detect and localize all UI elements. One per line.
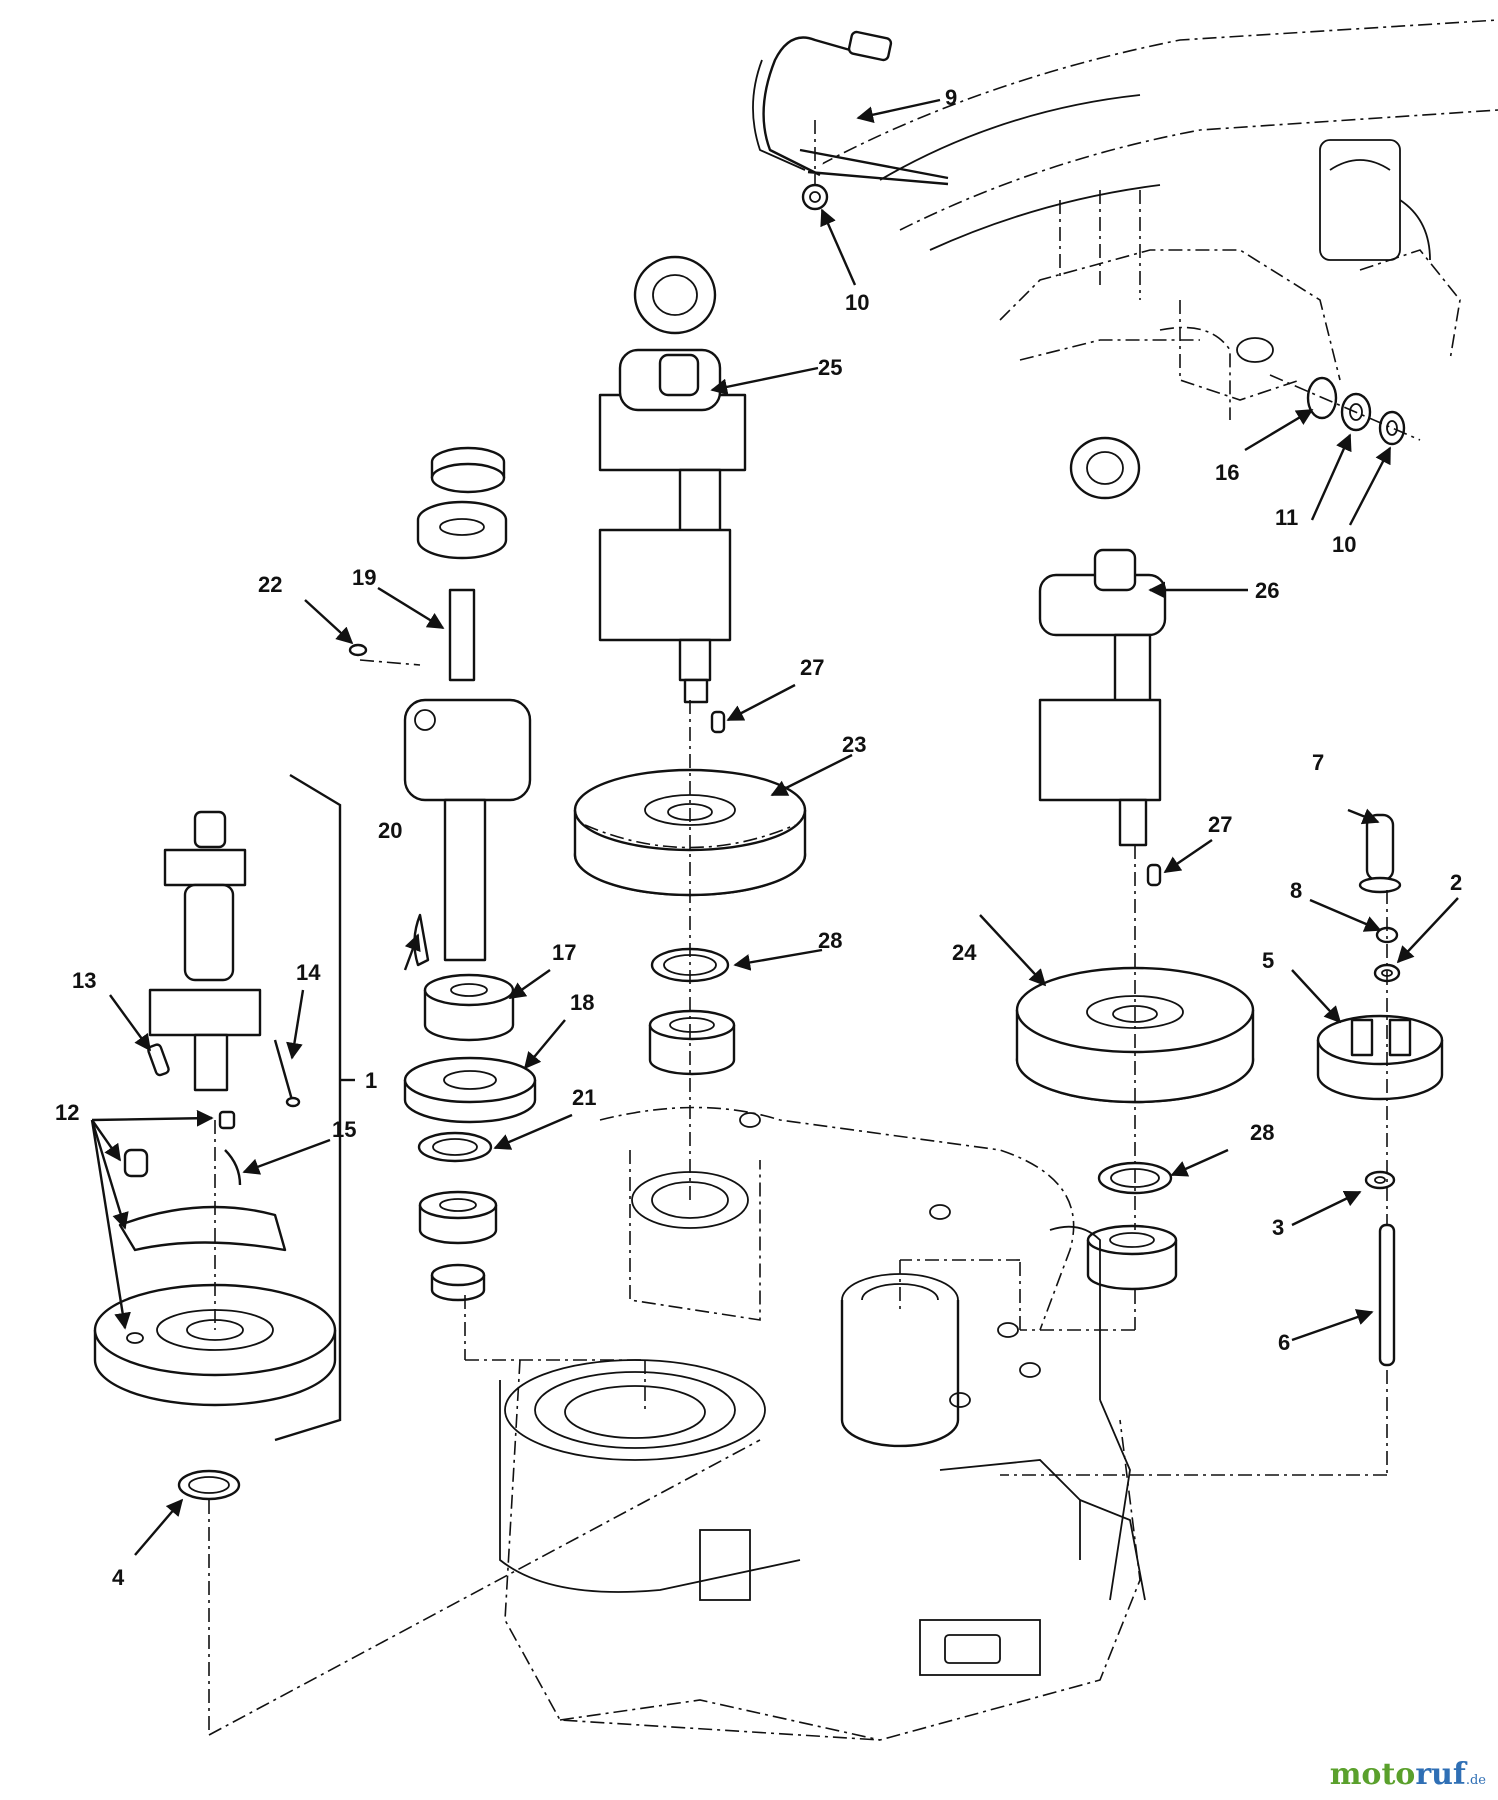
- part-27-key-right: [1146, 863, 1162, 887]
- left-lower-bearing: [418, 1190, 498, 1302]
- callout-27-center: 27: [800, 655, 824, 680]
- callout-6: 6: [1278, 1330, 1290, 1355]
- part-26-crankshaft: [1038, 436, 1167, 847]
- governor-gear-assembly: [1316, 813, 1444, 1367]
- part-21-washer: [417, 1131, 493, 1163]
- part-18-gear: [403, 1056, 537, 1124]
- callout-24: 24: [952, 940, 977, 965]
- part-22-key: [348, 643, 368, 657]
- part-17-gear: [423, 973, 515, 1042]
- part-10-washer-top: [801, 183, 829, 211]
- callout-16: 16: [1215, 460, 1239, 485]
- assembly-centerlines: [208, 120, 1388, 1736]
- callout-23: 23: [842, 732, 866, 757]
- callout-28-center: 28: [818, 928, 842, 953]
- callout-21: 21: [572, 1085, 596, 1110]
- part-9-tube: [752, 30, 949, 186]
- crankcase-cover: [499, 1106, 1146, 1741]
- callout-12: 12: [55, 1100, 79, 1125]
- callout-25: 25: [818, 355, 842, 380]
- callout-7: 7: [1312, 750, 1324, 775]
- camshaft-assembly: [147, 810, 301, 1108]
- callout-18: 18: [570, 990, 594, 1015]
- callout-14: 14: [296, 960, 321, 985]
- leader-arrows: [90, 98, 1459, 1556]
- engine-block: [819, 19, 1498, 420]
- callout-26: 26: [1255, 578, 1279, 603]
- callout-1: 1: [365, 1068, 377, 1093]
- callout-13: 13: [72, 968, 96, 993]
- part-27-key-center: [710, 710, 726, 734]
- callout-28-right: 28: [1250, 1120, 1274, 1145]
- callout-2: 2: [1450, 870, 1462, 895]
- callout-27-right: 27: [1208, 812, 1232, 837]
- callout-10-right: 10: [1332, 532, 1356, 557]
- motoruf-watermark: motoruf.de: [1329, 1757, 1486, 1792]
- part-19-crankshaft: [403, 446, 532, 962]
- part-25-crankshaft: [598, 255, 747, 704]
- part-4-washer: [177, 1469, 241, 1501]
- right-lower-bearing: [1086, 1224, 1178, 1291]
- part-1-bracket: [274, 773, 342, 1442]
- callout-10-top: 10: [845, 290, 869, 315]
- callout-9: 9: [945, 85, 957, 110]
- callout-17: 17: [552, 940, 576, 965]
- callout-3: 3: [1272, 1215, 1284, 1240]
- parts-16-11-10-seal-stack: [1269, 374, 1421, 446]
- callout-20: 20: [378, 818, 402, 843]
- callout-5: 5: [1262, 948, 1274, 973]
- callout-4: 4: [112, 1565, 125, 1590]
- callout-15: 15: [332, 1117, 356, 1142]
- callout-19: 19: [352, 565, 376, 590]
- callout-11: 11: [1275, 505, 1298, 530]
- center-lower-bearing: [648, 1009, 736, 1076]
- callout-8: 8: [1290, 878, 1302, 903]
- callout-22: 22: [258, 572, 282, 597]
- callout-labels: 1 2 3 4 5 6 7 8 9 10 10 11 12 13 14 15 1…: [55, 85, 1462, 1590]
- governor-parts: [118, 1110, 287, 1252]
